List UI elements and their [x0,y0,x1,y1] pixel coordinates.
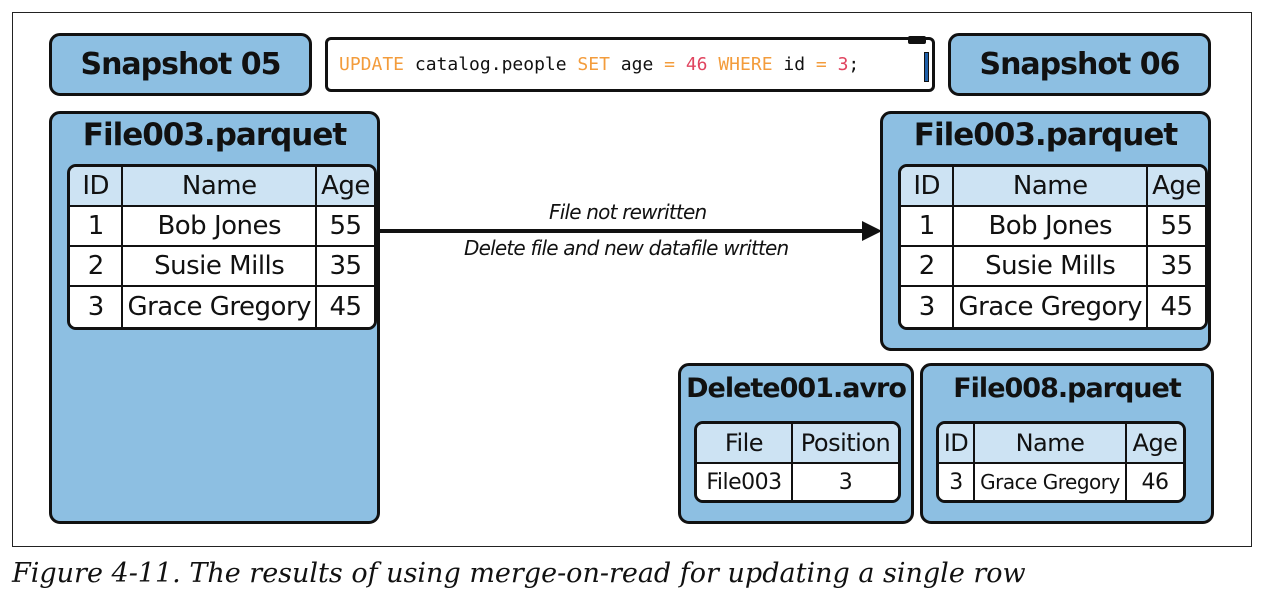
delete-file-table: File Position File003 3 [694,421,901,503]
table-row: 3 Grace Gregory 46 [939,464,1183,500]
table-row: 2 Susie Mills 35 [901,247,1205,287]
sql-keyword-set: SET [577,54,610,75]
cell: 45 [1148,287,1205,327]
cell: 35 [1148,247,1205,287]
window-dots-icon [908,36,926,44]
right-file-box: File003.parquet ID Name Age 1 Bob Jones … [880,111,1211,351]
sql-table: catalog.people [404,54,578,75]
table-row: 1 Bob Jones 55 [901,207,1205,247]
sql-space [675,54,686,75]
delete-file-title: Delete001.avro [686,373,907,404]
arrow-label-top: File not rewritten [549,200,707,224]
scrollbar-icon [924,52,929,82]
cell: 45 [317,287,374,327]
cell: Grace Gregory [975,464,1127,500]
cell: File003 [697,464,793,500]
column-header: File [697,424,793,464]
sql-column: age [609,54,665,75]
cell: 55 [317,207,374,247]
table-header: ID Name Age [901,167,1205,207]
new-file-table: ID Name Age 3 Grace Gregory 46 [936,421,1186,503]
table-row: 3 Grace Gregory 45 [70,287,374,327]
column-header: Age [1127,424,1183,464]
sql-id-value: 3 [837,54,849,75]
column-header: Name [123,167,318,207]
snapshot-06-label: Snapshot 06 [948,33,1211,96]
cell: 3 [901,287,955,327]
table-row: 3 Grace Gregory 45 [901,287,1205,327]
right-file-table: ID Name Age 1 Bob Jones 55 2 Susie Mills… [898,164,1208,330]
column-header: Age [1148,167,1205,207]
table-header: ID Name Age [939,424,1183,464]
cell: 1 [901,207,955,247]
column-header: Name [975,424,1127,464]
cell: Bob Jones [123,207,318,247]
sql-equals: = [815,54,827,75]
cell: 46 [1127,464,1183,500]
cell: 2 [901,247,955,287]
sql-query: UPDATE catalog.people SET age = 46 WHERE… [325,36,935,92]
table-header: File Position [697,424,898,464]
table-row: 2 Susie Mills 35 [70,247,374,287]
left-file-box: File003.parquet ID Name Age 1 Bob Jones … [49,111,380,524]
column-header: Position [793,424,898,464]
cell: 55 [1148,207,1205,247]
table-row: File003 3 [697,464,898,500]
cell: Susie Mills [123,247,318,287]
cell: Grace Gregory [123,287,318,327]
figure-frame [12,12,1252,547]
table-header: ID Name Age [70,167,374,207]
cell: Susie Mills [954,247,1149,287]
sql-space [827,54,838,75]
arrow-line [380,229,865,233]
arrow-head-icon [862,221,882,241]
column-header: ID [901,167,955,207]
cell: Bob Jones [954,207,1149,247]
arrow-label-bottom: Delete file and new datafile written [464,236,789,260]
figure-caption: Figure 4-11. The results of using merge-… [12,558,1026,589]
cell: 1 [70,207,124,247]
sql-keyword-update: UPDATE [339,54,405,75]
new-file-box: File008.parquet ID Name Age 3 Grace Greg… [920,363,1214,524]
cell: Grace Gregory [954,287,1149,327]
left-file-table: ID Name Age 1 Bob Jones 55 2 Susie Mills… [67,164,377,330]
new-file-title: File008.parquet [953,373,1182,404]
sql-id-column: id [772,54,816,75]
cell: 3 [70,287,124,327]
table-row: 1 Bob Jones 55 [70,207,374,247]
sql-equals: = [664,54,675,75]
column-header: ID [70,167,124,207]
cell: 3 [939,464,975,500]
cell: 35 [317,247,374,287]
delete-file-box: Delete001.avro File Position File003 3 [678,363,914,524]
column-header: ID [939,424,975,464]
left-file-title: File003.parquet [82,117,347,153]
cell: 3 [793,464,898,500]
sql-keyword-where: WHERE [718,54,773,75]
sql-space [708,54,719,75]
cell: 2 [70,247,124,287]
column-header: Age [317,167,374,207]
sql-semicolon: ; [848,54,860,75]
sql-value: 46 [685,54,708,75]
right-file-title: File003.parquet [913,117,1178,153]
snapshot-05-label: Snapshot 05 [49,33,312,96]
column-header: Name [954,167,1149,207]
